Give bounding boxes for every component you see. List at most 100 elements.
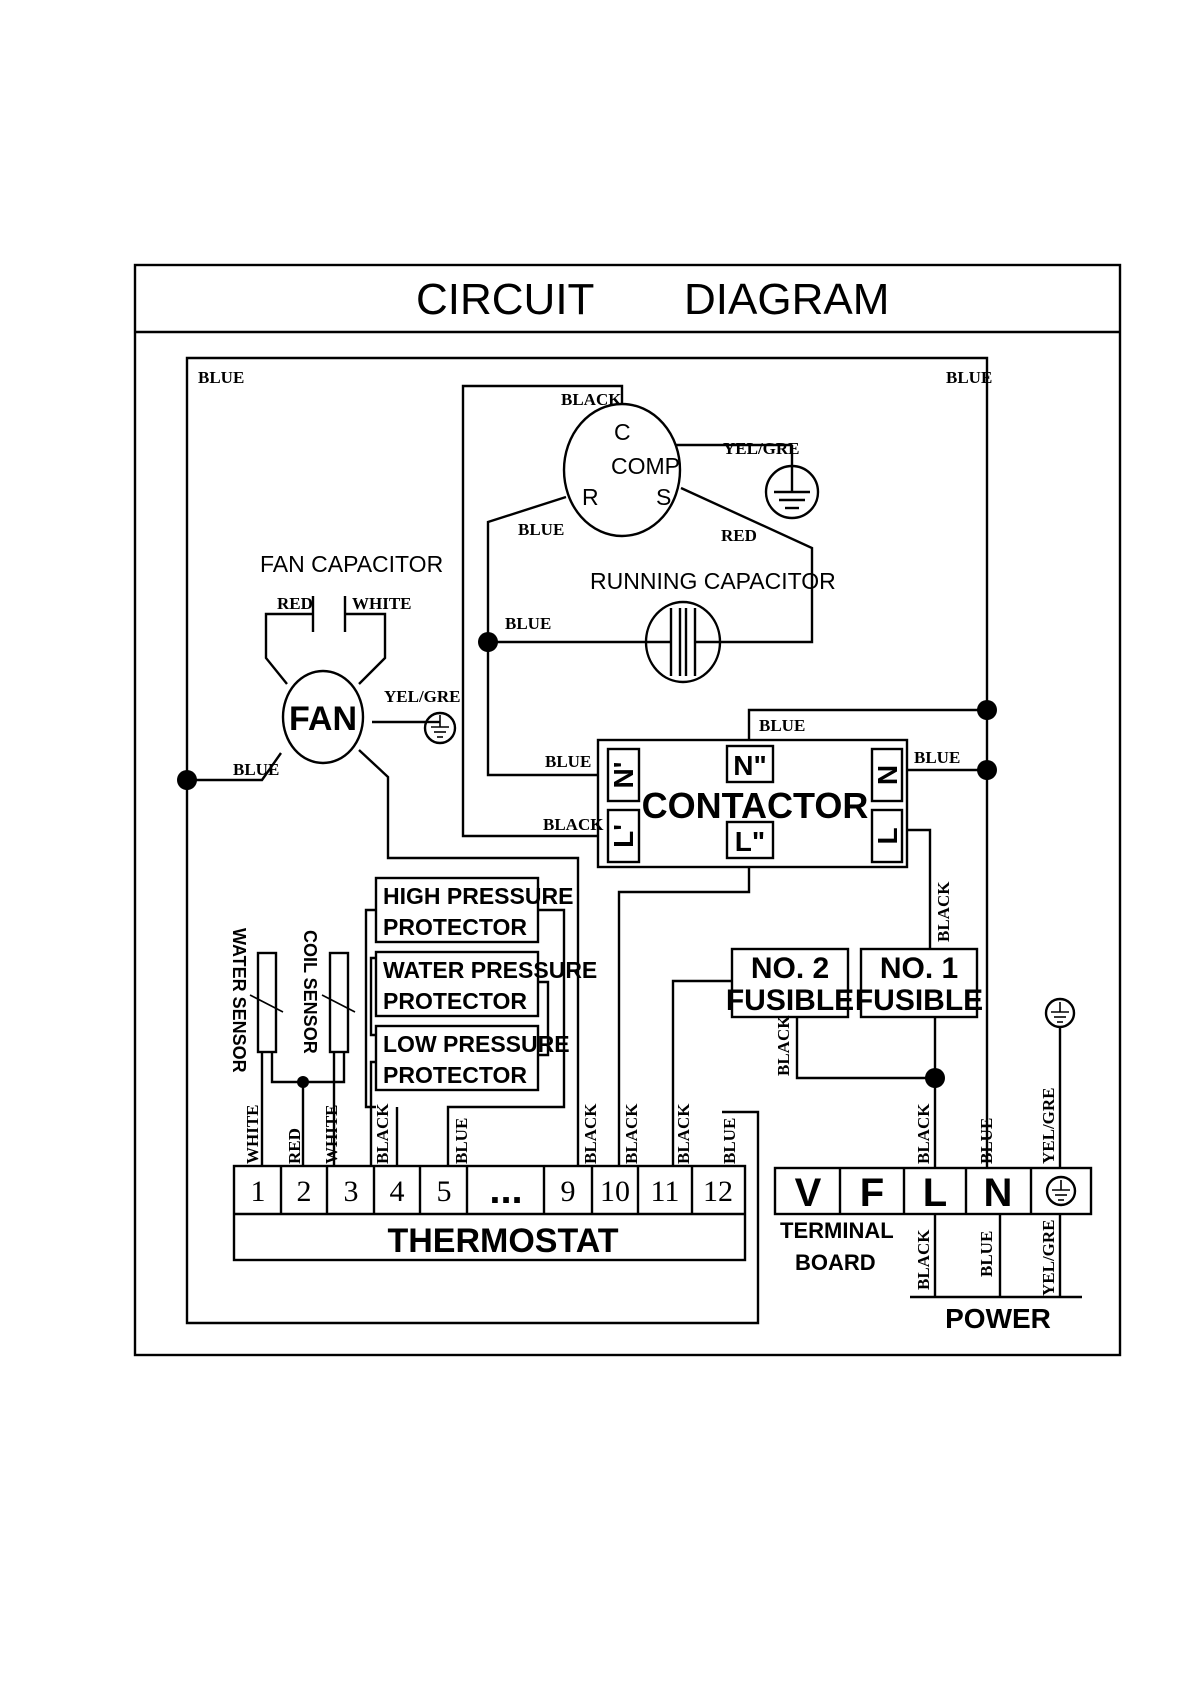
thermostat-ellipsis: ... bbox=[489, 1168, 522, 1212]
lbl-red-fancap: RED bbox=[277, 594, 313, 613]
wire-wp-link bbox=[538, 980, 550, 1057]
lbl-red-comp-s: RED bbox=[721, 526, 757, 545]
terminal-board-cell-lines bbox=[838, 1168, 1033, 1214]
contactor-l-dbl-box bbox=[725, 820, 775, 860]
water-pressure-box bbox=[374, 950, 540, 1018]
wire-fus2-black bbox=[795, 1017, 935, 1080]
fusible-1-box bbox=[859, 947, 979, 1019]
outer-frame bbox=[133, 263, 1122, 1357]
wire-fan-left bbox=[187, 752, 282, 782]
fusible-2-l2: FUSIBLE bbox=[726, 984, 854, 1017]
high-pressure-l1: HIGH PRESSURE bbox=[383, 883, 573, 909]
contactor-l-dbl: L" bbox=[735, 826, 765, 857]
comp-s: S bbox=[656, 484, 671, 510]
terminal-earth-icon bbox=[1045, 1175, 1077, 1207]
thermostat-t2: 2 bbox=[297, 1175, 312, 1208]
contactor-l-prime: L' bbox=[608, 824, 639, 848]
fan-capacitor-label: FAN CAPACITOR bbox=[260, 551, 443, 577]
wire-hp-right bbox=[446, 908, 566, 1166]
lbl-black-t4: BLACK bbox=[373, 1103, 392, 1164]
thermostat-t11: 11 bbox=[651, 1175, 680, 1208]
junction-right-top bbox=[977, 700, 997, 720]
comp-name: COMP bbox=[611, 453, 680, 479]
wire-outer-loop bbox=[185, 356, 989, 1325]
comp-ground-icon bbox=[764, 445, 820, 520]
wire-blue-to-n-prime bbox=[486, 642, 598, 777]
junction-left bbox=[177, 770, 197, 790]
title-circuit: CIRCUIT bbox=[416, 275, 594, 324]
contactor-n: N bbox=[872, 765, 903, 785]
contactor-l-prime-box bbox=[606, 808, 641, 864]
terminal-board bbox=[773, 1166, 1093, 1216]
water-pressure-l1: WATER PRESSURE bbox=[383, 957, 597, 983]
lbl-yelgre-tb: YEL/GRE bbox=[1039, 1087, 1058, 1164]
lbl-black-fus2: BLACK bbox=[774, 1015, 793, 1076]
lbl-blue-n-prime: BLUE bbox=[545, 752, 591, 771]
lbl-blue-tb-n: BLUE bbox=[977, 1118, 996, 1164]
lbl-white-t1: WHITE bbox=[243, 1104, 262, 1164]
lbl-yelgre-fan: YEL/GRE bbox=[384, 687, 461, 706]
wire-l-dbl bbox=[617, 858, 751, 1166]
water-sensor-slash bbox=[249, 994, 284, 1013]
lbl-white-fancap: WHITE bbox=[352, 594, 412, 613]
lbl-black-l-prime: BLACK bbox=[543, 815, 604, 834]
terminal-l: L bbox=[923, 1171, 947, 1215]
lbl-blue-fan: BLUE bbox=[233, 760, 279, 779]
thermostat-t3: 3 bbox=[344, 1175, 359, 1208]
lbl-black-tb-l: BLACK bbox=[914, 1103, 933, 1164]
terminal-n: N bbox=[984, 1171, 1013, 1215]
coil-sensor-label: COIL SENSOR bbox=[300, 930, 320, 1054]
wire-comp-black bbox=[461, 384, 624, 838]
contactor-n-box bbox=[870, 747, 904, 803]
contactor-n-prime-box bbox=[606, 747, 641, 803]
thermostat-t12: 12 bbox=[703, 1175, 733, 1208]
wire-fan-bottom bbox=[358, 749, 580, 1166]
thermostat-t4: 4 bbox=[390, 1175, 405, 1208]
fusible-2-l1: NO. 2 bbox=[751, 952, 829, 985]
terminal-v: V bbox=[795, 1171, 822, 1215]
fusible-1-l2: FUSIBLE bbox=[855, 984, 983, 1017]
lbl-red-t2: RED bbox=[285, 1128, 304, 1164]
running-capacitor-label: RUNNING CAPACITOR bbox=[590, 568, 836, 594]
wire-fancap-red bbox=[264, 612, 313, 685]
lbl-black-power-l: BLACK bbox=[914, 1229, 933, 1290]
fan-ground-icon bbox=[423, 711, 457, 745]
thermostat-t10: 10 bbox=[600, 1175, 630, 1208]
fan-label: FAN bbox=[289, 700, 357, 738]
lbl-blue-comp-r: BLUE bbox=[518, 520, 564, 539]
low-pressure-l1: LOW PRESSURE bbox=[383, 1031, 570, 1057]
lbl-blue-top-right: BLUE bbox=[946, 368, 992, 387]
running-capacitor-icon bbox=[644, 600, 722, 684]
terminal-board-l1: TERMINAL bbox=[780, 1218, 894, 1243]
coil-sensor-body bbox=[328, 951, 350, 1054]
power-label: POWER bbox=[945, 1303, 1051, 1334]
contactor-n-dbl: N" bbox=[733, 750, 767, 781]
wire-comp-blue bbox=[486, 495, 567, 642]
terminal-f: F bbox=[860, 1171, 884, 1215]
lbl-blue-n-dbl: BLUE bbox=[759, 716, 805, 735]
junction-sensor bbox=[297, 1076, 309, 1088]
low-pressure-l2: PROTECTOR bbox=[383, 1062, 527, 1088]
fusible-1-l1: NO. 1 bbox=[880, 952, 958, 985]
wire-n-dbl-blue bbox=[747, 708, 987, 740]
compressor-body bbox=[562, 402, 682, 538]
lbl-black-l: BLACK bbox=[934, 881, 953, 942]
high-pressure-l2: PROTECTOR bbox=[383, 914, 527, 940]
terminal-board-l2: BOARD bbox=[795, 1250, 876, 1275]
lbl-blue-t12: BLUE bbox=[720, 1118, 739, 1164]
contactor-l-box bbox=[870, 808, 904, 864]
title-diagram: DIAGRAM bbox=[684, 275, 889, 324]
water-sensor-label: WATER SENSOR bbox=[229, 928, 249, 1073]
thermostat-t1: 1 bbox=[251, 1175, 266, 1208]
fan-body bbox=[281, 669, 365, 765]
comp-r: R bbox=[582, 484, 599, 510]
wire-fancap-white bbox=[345, 612, 387, 685]
wire-comp-red bbox=[680, 486, 814, 644]
lbl-black-comp: BLACK bbox=[561, 390, 622, 409]
fusible-2-box bbox=[730, 947, 850, 1019]
thermostat-t9: 9 bbox=[561, 1175, 576, 1208]
lbl-blue-junction: BLUE bbox=[505, 614, 551, 633]
lbl-blue-n: BLUE bbox=[914, 748, 960, 767]
contactor-label: CONTACTOR bbox=[642, 785, 869, 826]
